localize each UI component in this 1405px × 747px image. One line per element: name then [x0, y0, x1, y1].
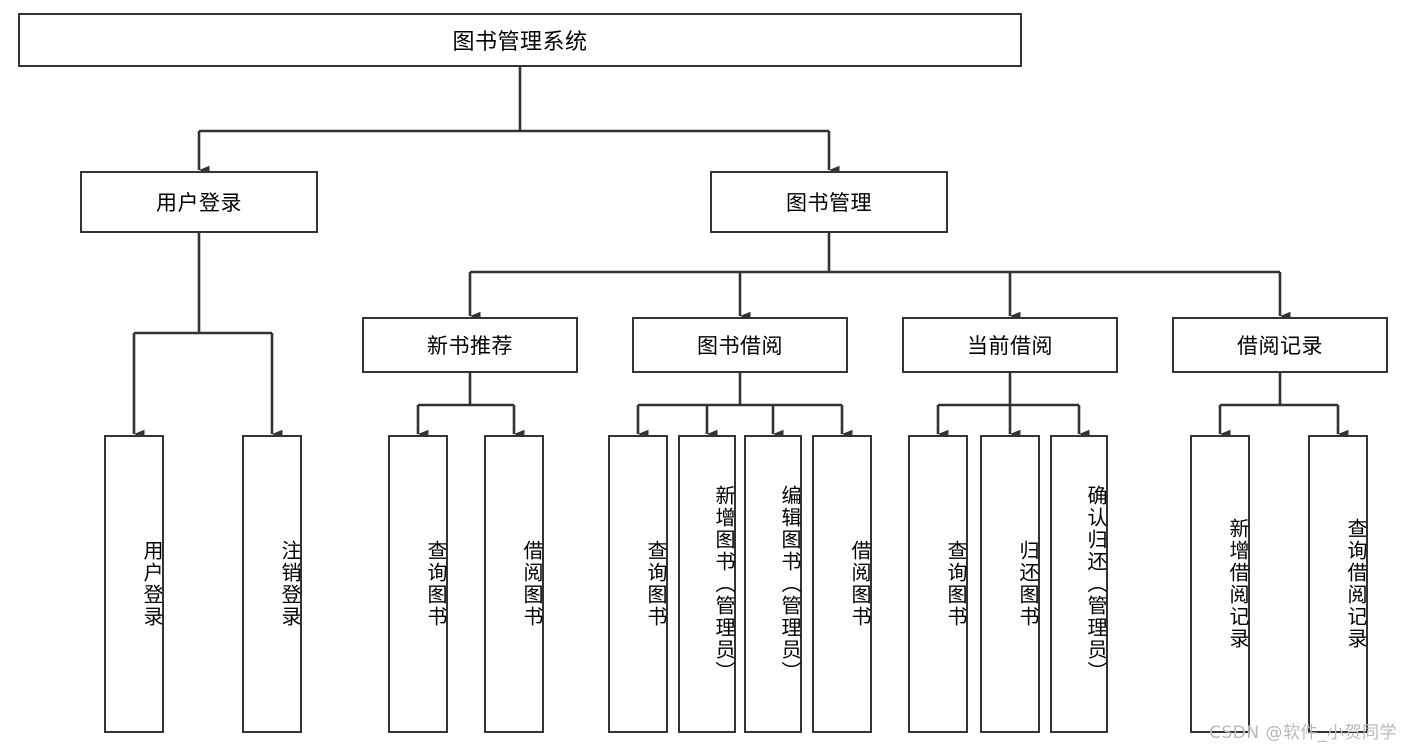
node-book-management[interactable]: 图书管理 — [710, 171, 948, 233]
watermark: CSDN @软件_小贺同学 — [1209, 723, 1397, 743]
node-book-management-label: 图书管理 — [786, 191, 872, 215]
leaf-query-book-current[interactable]: 查询图书 — [908, 435, 968, 733]
leaf-borrow-book-borrowing[interactable]: 借阅图书 — [812, 435, 872, 733]
leaf-logout-login-label: 注销登录 — [278, 540, 302, 628]
leaf-confirm-return-admin[interactable]: 确认归还（管理员） — [1050, 435, 1108, 733]
node-root[interactable]: 图书管理系统 — [18, 13, 1022, 67]
leaf-add-book-admin[interactable]: 新增图书（管理员） — [678, 435, 736, 733]
edge-paths — [132, 67, 1349, 439]
leaf-confirm-return-admin-label: 确认归还（管理员） — [1084, 485, 1108, 683]
leaf-query-book-borrowing[interactable]: 查询图书 — [608, 435, 668, 733]
leaf-add-book-admin-label: 新增图书（管理员） — [712, 485, 736, 683]
leaf-borrow-book-recommendation-label: 借阅图书 — [520, 540, 544, 628]
node-new-book-recommendation-label: 新书推荐 — [427, 334, 513, 358]
node-user-login-label: 用户登录 — [156, 191, 242, 215]
leaf-query-book-recommendation[interactable]: 查询图书 — [388, 435, 448, 733]
leaf-user-login[interactable]: 用户登录 — [104, 435, 164, 733]
leaf-query-borrowing-record[interactable]: 查询借阅记录 — [1308, 435, 1368, 733]
node-current-borrowing-label: 当前借阅 — [967, 334, 1053, 358]
node-new-book-recommendation[interactable]: 新书推荐 — [362, 317, 578, 373]
leaf-add-borrowing-record-label: 新增借阅记录 — [1226, 518, 1250, 650]
node-current-borrowing[interactable]: 当前借阅 — [902, 317, 1118, 373]
leaf-logout-login[interactable]: 注销登录 — [242, 435, 302, 733]
leaf-query-book-recommendation-label: 查询图书 — [424, 540, 448, 628]
node-borrowing-records[interactable]: 借阅记录 — [1172, 317, 1388, 373]
leaf-edit-book-admin-label: 编辑图书（管理员） — [778, 485, 802, 683]
leaf-borrow-book-recommendation[interactable]: 借阅图书 — [484, 435, 544, 733]
leaf-return-book[interactable]: 归还图书 — [980, 435, 1040, 733]
leaf-return-book-label: 归还图书 — [1016, 540, 1040, 628]
node-user-login[interactable]: 用户登录 — [80, 171, 318, 233]
leaf-user-login-label: 用户登录 — [140, 540, 164, 628]
leaf-edit-book-admin[interactable]: 编辑图书（管理员） — [744, 435, 802, 733]
leaf-query-borrowing-record-label: 查询借阅记录 — [1344, 518, 1368, 650]
leaf-query-book-current-label: 查询图书 — [944, 540, 968, 628]
leaf-query-book-borrowing-label: 查询图书 — [644, 540, 668, 628]
leaf-add-borrowing-record[interactable]: 新增借阅记录 — [1190, 435, 1250, 733]
leaf-borrow-book-borrowing-label: 借阅图书 — [848, 540, 872, 628]
node-book-borrowing[interactable]: 图书借阅 — [632, 317, 848, 373]
node-borrowing-records-label: 借阅记录 — [1237, 334, 1323, 358]
node-book-borrowing-label: 图书借阅 — [697, 334, 783, 358]
node-root-label: 图书管理系统 — [452, 30, 588, 55]
